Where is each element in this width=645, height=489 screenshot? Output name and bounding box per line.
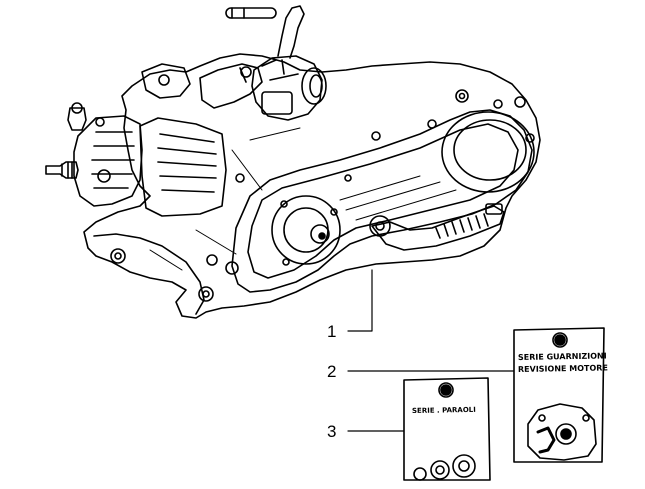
spark-plug — [45, 161, 79, 179]
choke-plunger — [225, 7, 277, 19]
gasket-kit-label-line2: REVISIONE MOTORE — [518, 363, 608, 374]
transmission-cover — [231, 109, 533, 293]
valve-fitting — [67, 107, 87, 131]
carburetor-float-bowl — [261, 91, 293, 115]
mount-bolt — [206, 254, 218, 266]
carburetor-air-inlet — [301, 67, 327, 105]
case-bolt — [235, 173, 245, 183]
gasket-hole-inner — [560, 428, 572, 440]
manufacturer-emblem-ring — [438, 382, 454, 398]
mount-bolt-inner — [202, 290, 210, 298]
drive-hub-outer — [271, 195, 341, 265]
spark-plug-threads — [61, 161, 73, 179]
front-mount-bolt — [158, 74, 170, 86]
callout-leaders — [347, 269, 515, 432]
variator-bolt — [493, 99, 503, 109]
gasket-kit-card-outline — [513, 327, 605, 463]
intake-manifold — [199, 63, 263, 109]
kick-start-pedal — [485, 203, 503, 215]
case-bolt-inner — [458, 92, 466, 100]
mount-bolt-inner — [114, 252, 122, 260]
kick-start-spring — [435, 213, 489, 239]
cylinder-head — [73, 115, 143, 207]
mount-bolt — [225, 261, 239, 275]
kick-start-pivot-inner — [375, 221, 385, 231]
engine-assembly-drawing — [45, 5, 541, 319]
transmission-cover-inner-edge — [247, 123, 519, 279]
kick-start-pivot — [369, 215, 391, 237]
gasket-kit-label-line1: SERIE GUARNIZIONI — [518, 351, 607, 362]
cylinder-shroud-grille — [157, 133, 217, 193]
callout-number-3: 3 — [327, 422, 337, 441]
variator-cover-inner — [453, 119, 527, 181]
case-bolt — [455, 89, 469, 103]
gasket-bolt-hole — [538, 414, 546, 422]
shading-strokes — [149, 127, 457, 271]
case-bolt — [371, 131, 381, 141]
carburetor-air-inlet-inner — [309, 74, 323, 98]
case-bolt — [344, 174, 352, 182]
carburetor-body — [251, 55, 323, 121]
gasket-illustration — [527, 403, 597, 461]
leader-line-1 — [347, 269, 373, 332]
oil-seal-ring-inner — [458, 460, 470, 472]
variator-bolt — [514, 96, 526, 108]
case-bolt — [427, 119, 437, 129]
oil-seal-kit-card-outline — [403, 377, 491, 481]
variator-cover — [441, 111, 535, 193]
rear-mount-bracket — [93, 233, 205, 315]
case-bolt — [240, 66, 252, 78]
manufacturer-emblem — [440, 384, 452, 396]
callout-number-1: 1 — [327, 322, 337, 341]
gasket-kit-card — [513, 327, 605, 463]
mount-bolt — [110, 248, 126, 264]
manufacturer-emblem-ring — [552, 332, 568, 348]
cylinder-head-bolt — [97, 169, 111, 183]
drive-hub-bolt — [280, 200, 288, 208]
oil-seal-kit-card — [403, 377, 491, 481]
gasket-bolt-hole — [582, 414, 590, 422]
gasket-hole — [555, 423, 577, 445]
cylinder-head-fins — [91, 131, 135, 189]
oil-seal-ring — [430, 460, 450, 480]
variator-bolt — [525, 133, 535, 143]
drive-hub-shaft-core — [318, 232, 326, 240]
mount-bolt — [198, 286, 214, 302]
manufacturer-emblem — [554, 334, 566, 346]
oil-seal-ring — [452, 454, 476, 478]
kick-start-lever — [371, 205, 505, 251]
oil-seal-ring — [413, 467, 427, 481]
drive-hub-bolt — [330, 208, 338, 216]
drive-hub-middle — [283, 207, 329, 253]
oil-seal-kit-label: SERIE . PARAOLI — [412, 406, 476, 415]
drive-hub-shaft — [310, 224, 330, 244]
carburetor-details — [239, 59, 299, 83]
oil-seal-ring-inner — [435, 465, 445, 475]
engine-main-outline — [83, 53, 541, 319]
gasket-illustration-detail — [536, 426, 556, 454]
callout-number-2: 2 — [327, 362, 337, 381]
drive-hub-bolt — [282, 258, 290, 266]
valve-fitting-top — [71, 102, 83, 114]
choke-plunger-cap — [231, 7, 245, 19]
choke-tube — [277, 5, 305, 59]
cylinder-head-bolt — [95, 117, 105, 127]
front-mount — [141, 63, 191, 99]
cylinder-shroud — [139, 117, 227, 217]
